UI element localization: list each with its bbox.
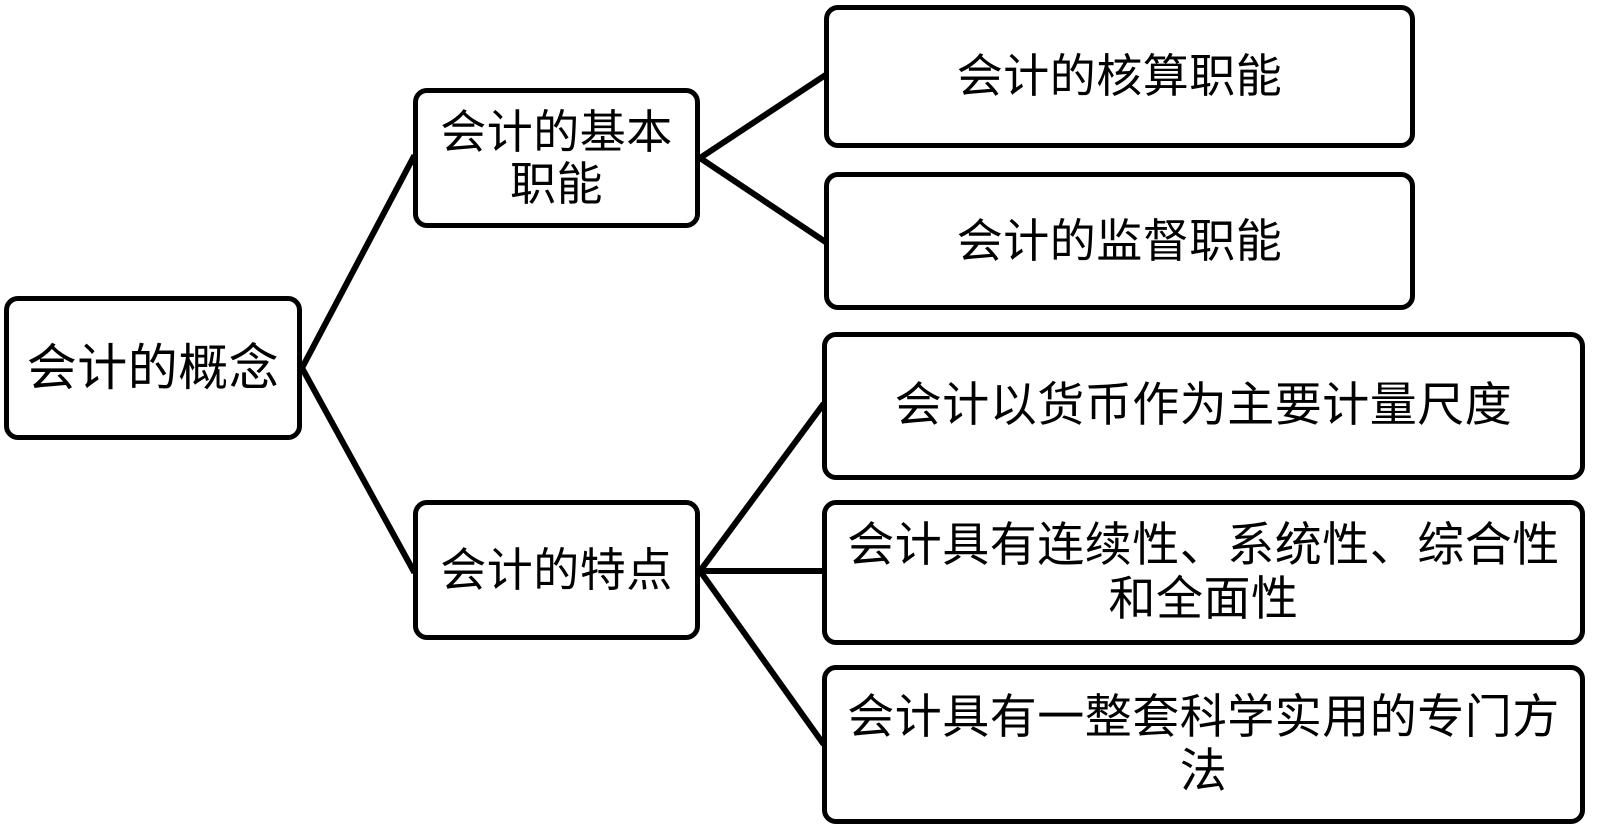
node-root[interactable]: 会计的概念: [4, 296, 302, 440]
node-accounting-function-label: 会计的核算职能: [956, 49, 1283, 104]
node-supervision-function[interactable]: 会计的监督职能: [824, 172, 1415, 310]
edge-root-to-features: [297, 363, 418, 575]
node-continuity[interactable]: 会计具有连续性、系统性、综合性 和全面性: [822, 500, 1585, 645]
edge-root-to-basic-functions: [297, 153, 418, 373]
node-basic-functions-label: 会计的基本 职能: [440, 104, 673, 211]
node-basic-functions[interactable]: 会计的基本 职能: [413, 88, 700, 228]
node-supervision-function-label: 会计的监督职能: [956, 213, 1283, 268]
node-features-label: 会计的特点: [440, 542, 673, 597]
node-currency-measure-label: 会计以货币作为主要计量尺度: [894, 378, 1513, 434]
edge-features-to-currency-measure: [695, 401, 827, 576]
node-root-label: 会计的概念: [26, 338, 280, 397]
node-currency-measure[interactable]: 会计以货币作为主要计量尺度: [822, 332, 1585, 480]
node-continuity-label: 会计具有连续性、系统性、综合性 和全面性: [847, 517, 1560, 627]
edge-basic-functions-to-supervision-function: [695, 153, 829, 246]
node-accounting-function[interactable]: 会计的核算职能: [824, 5, 1415, 148]
edge-features-to-methods: [695, 566, 827, 747]
node-features[interactable]: 会计的特点: [413, 500, 700, 640]
edge-basic-functions-to-accounting-function: [695, 71, 829, 163]
node-methods-label: 会计具有一整套科学实用的专门方 法: [847, 689, 1560, 799]
node-methods[interactable]: 会计具有一整套科学实用的专门方 法: [822, 665, 1585, 824]
